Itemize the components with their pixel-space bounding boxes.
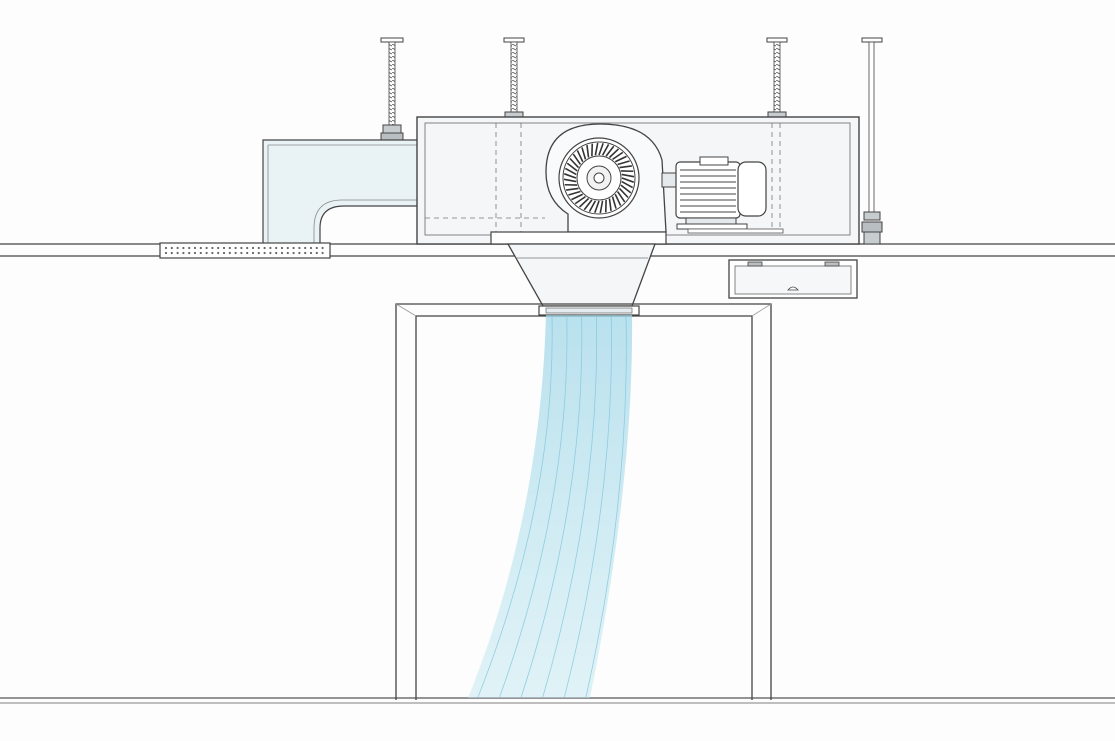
hanger-rod-4	[861, 37, 883, 245]
air-curtain-stream	[468, 315, 633, 698]
intake-duct	[262, 139, 419, 245]
blower-wheel-icon	[545, 123, 667, 233]
electric-motor-icon	[661, 156, 784, 234]
service-access-panel	[728, 259, 858, 299]
perforated-intake-grille	[159, 242, 331, 259]
